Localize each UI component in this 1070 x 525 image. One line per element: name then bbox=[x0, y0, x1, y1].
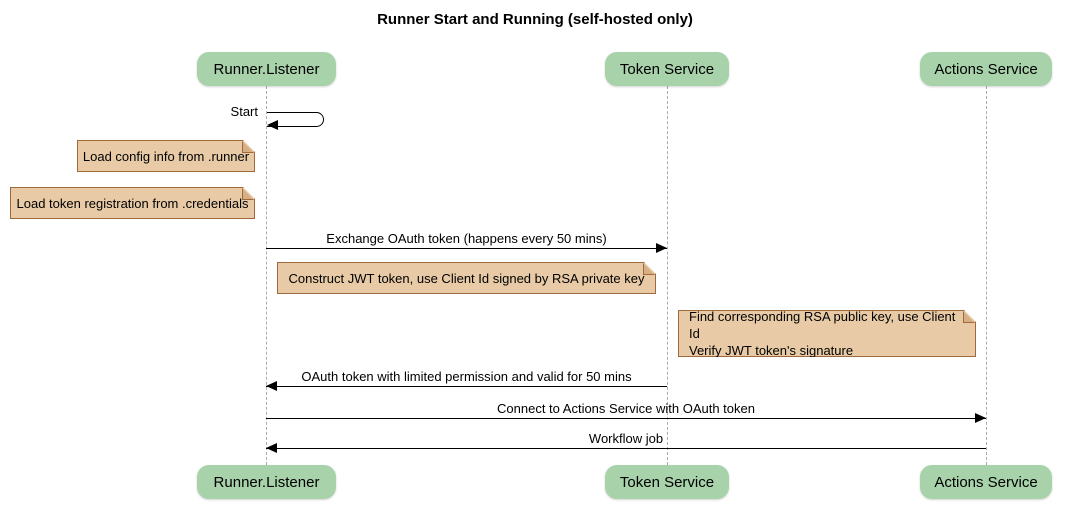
message-exchange-oauth: Exchange OAuth token (happens every 50 m… bbox=[266, 231, 667, 253]
note-load-token-registration: Load token registration from .credential… bbox=[10, 187, 255, 219]
message-start-loop bbox=[267, 112, 324, 127]
note-fold-corner bbox=[242, 188, 254, 200]
participant-label: Runner.Listener bbox=[213, 60, 320, 78]
participant-token-service-bottom: Token Service bbox=[605, 465, 729, 499]
note-fold-corner bbox=[643, 263, 655, 275]
message-start-label: Start bbox=[230, 104, 258, 119]
message-start-arrowhead bbox=[267, 120, 278, 130]
note-text-line2: Verify JWT token's signature bbox=[689, 343, 854, 358]
note-text: Load config info from .runner bbox=[82, 148, 250, 164]
participant-runner-listener-bottom: Runner.Listener bbox=[197, 465, 336, 499]
diagram-title: Runner Start and Running (self-hosted on… bbox=[377, 11, 693, 28]
participant-actions-service-bottom: Actions Service bbox=[920, 465, 1052, 499]
note-text: Load token registration from .credential… bbox=[16, 195, 249, 211]
message-line bbox=[266, 242, 667, 253]
message-workflow-job: Workflow job bbox=[266, 431, 986, 453]
participant-token-service-top: Token Service bbox=[605, 52, 729, 86]
message-connect-actions: Connect to Actions Service with OAuth to… bbox=[266, 401, 986, 423]
message-line bbox=[266, 412, 986, 423]
message-label: Connect to Actions Service with OAuth to… bbox=[497, 401, 755, 416]
message-line bbox=[266, 380, 667, 391]
message-oauth-token-return: OAuth token with limited permission and … bbox=[266, 369, 667, 391]
lifeline-actions-service bbox=[985, 86, 987, 465]
message-line bbox=[266, 442, 986, 453]
note-verify-jwt: Find corresponding RSA public key, use C… bbox=[678, 310, 976, 357]
participant-label: Token Service bbox=[619, 60, 715, 78]
participant-actions-service-top: Actions Service bbox=[920, 52, 1052, 86]
participant-label: Token Service bbox=[619, 473, 715, 491]
note-fold-corner bbox=[963, 311, 975, 323]
message-label: OAuth token with limited permission and … bbox=[301, 369, 632, 384]
participant-runner-listener-top: Runner.Listener bbox=[197, 52, 336, 86]
note-construct-jwt: Construct JWT token, use Client Id signe… bbox=[277, 262, 656, 294]
arrowhead-left-icon bbox=[266, 380, 277, 391]
arrowhead-left-icon bbox=[266, 442, 277, 453]
participant-label: Runner.Listener bbox=[213, 473, 320, 491]
arrowhead-right-icon bbox=[656, 242, 667, 253]
arrowhead-right-icon bbox=[975, 412, 986, 423]
note-load-config: Load config info from .runner bbox=[77, 140, 255, 172]
note-text: Construct JWT token, use Client Id signe… bbox=[288, 270, 645, 286]
message-label: Workflow job bbox=[588, 431, 664, 446]
note-text-line1: Find corresponding RSA public key, use C… bbox=[689, 309, 956, 341]
message-label: Exchange OAuth token (happens every 50 m… bbox=[326, 231, 607, 246]
lifeline-runner-listener bbox=[265, 86, 267, 465]
participant-label: Actions Service bbox=[934, 473, 1038, 491]
participant-label: Actions Service bbox=[934, 60, 1038, 78]
note-fold-corner bbox=[242, 141, 254, 153]
lifeline-token-service bbox=[666, 86, 668, 465]
